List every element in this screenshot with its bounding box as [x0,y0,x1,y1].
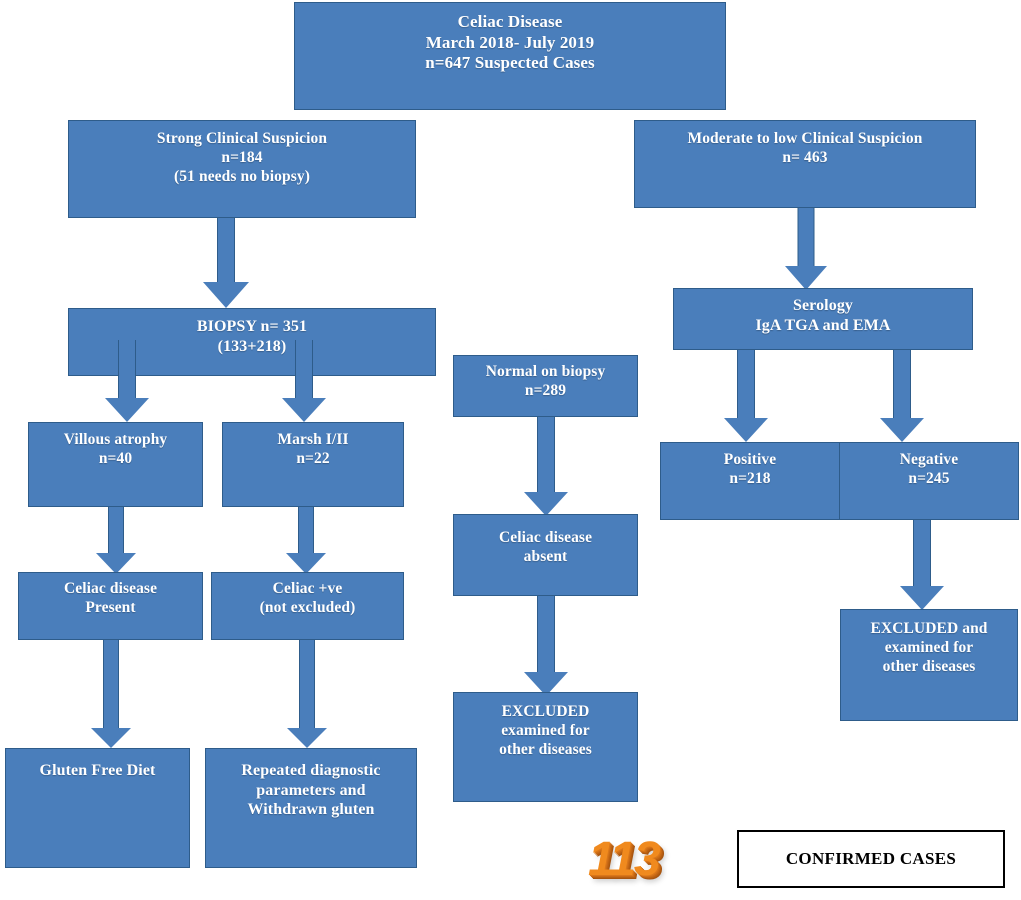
node-serology-negative-line1: Negative [899,451,959,468]
node-moderate-suspicion: Moderate to low Clinical Suspicion n= 46… [634,120,976,208]
node-excluded-right-line1: EXCLUDED and [870,620,988,637]
arrow-marsh-to-celiac-positive [286,507,326,574]
node-excluded-middle-line3: other diseases [499,740,592,758]
node-serology-line2: IgA TGA and EMA [755,316,891,334]
node-celiac-absent-line2: absent [523,547,568,565]
node-strong-suspicion-line2: n=184 [221,148,263,166]
node-root-line1: Celiac Disease [457,12,563,31]
node-celiac-present-line2: Present [85,598,136,616]
node-villous-atrophy: Villous atrophy n=40 [28,422,203,507]
node-strong-suspicion-line3: (51 needs no biopsy) [174,167,310,185]
confirmed-cases-label: CONFIRMED CASES [785,849,957,868]
node-celiac-absent-line1: Celiac disease [498,529,593,546]
arrow-biopsy-to-marsh [282,340,326,422]
arrow-serology-to-positive [724,350,768,442]
node-serology-negative-line2: n=245 [908,469,950,487]
node-normal-biopsy-line2: n=289 [524,381,567,399]
node-celiac-positive-line2: (not excluded) [259,598,356,616]
watermark-113: 113 [588,833,661,886]
node-marsh: Marsh I/II n=22 [222,422,404,507]
node-strong-suspicion: Strong Clinical Suspicion n=184 (51 need… [68,120,416,218]
node-marsh-line2: n=22 [296,449,330,467]
node-serology-positive-line2: n=218 [729,469,771,487]
node-serology-line1: Serology [792,297,854,314]
node-normal-biopsy: Normal on biopsy n=289 [453,355,638,417]
node-celiac-absent: Celiac disease absent [453,514,638,596]
node-excluded-middle: EXCLUDED examined for other diseases [453,692,638,802]
node-villous-atrophy-line1: Villous atrophy [63,431,168,448]
arrow-negative-to-excluded [900,520,944,610]
node-excluded-middle-line1: EXCLUDED [501,703,590,720]
arrow-normal-biopsy-to-celiac-absent [524,417,568,516]
node-serology-negative: Negative n=245 [839,442,1019,520]
node-villous-atrophy-line2: n=40 [98,449,133,467]
arrow-celiac-absent-to-excluded [524,596,568,696]
arrow-villous-atrophy-to-celiac-present [96,507,136,574]
node-celiac-present: Celiac disease Present [18,572,203,640]
arrow-celiac-present-to-gluten-free-diet [91,640,131,748]
node-root-line2: March 2018- July 2019 [425,32,595,52]
node-repeated-diagnostics-line3: Withdrawn gluten [247,801,375,819]
confirmed-cases-box: CONFIRMED CASES [737,830,1005,888]
node-root: Celiac Disease March 2018- July 2019 n=6… [294,2,726,110]
node-root-line3: n=647 Suspected Cases [425,53,595,73]
node-normal-biopsy-line1: Normal on biopsy [485,363,606,380]
node-gluten-free-diet: Gluten Free Diet [5,748,190,868]
node-celiac-positive: Celiac +ve (not excluded) [211,572,404,640]
arrow-strong-suspicion-to-biopsy [203,218,249,308]
node-moderate-suspicion-line1: Moderate to low Clinical Suspicion [687,130,923,147]
node-celiac-positive-line1: Celiac +ve [272,580,343,597]
node-moderate-suspicion-line2: n= 463 [782,148,828,166]
node-serology-positive-line1: Positive [723,451,777,468]
node-repeated-diagnostics-line1: Repeated diagnostic [241,762,381,779]
node-excluded-right: EXCLUDED and examined for other diseases [840,609,1018,721]
arrow-celiac-positive-to-repeated-diagnostics [287,640,327,748]
node-excluded-right-line2: examined for [884,638,974,656]
node-excluded-right-line3: other diseases [882,657,976,675]
node-celiac-present-line1: Celiac disease [63,580,158,597]
arrow-moderate-suspicion-to-serology [785,208,827,290]
arrow-serology-to-negative [880,350,924,442]
node-marsh-line1: Marsh I/II [277,431,349,448]
node-biopsy-line1: BIOPSY n= 351 [196,318,308,335]
node-excluded-middle-line2: examined for [501,721,590,739]
node-repeated-diagnostics-line2: parameters and [256,781,366,799]
node-repeated-diagnostics: Repeated diagnostic parameters and Withd… [205,748,417,868]
node-serology-positive: Positive n=218 [660,442,840,520]
node-biopsy-line2: (133+218) [217,337,287,355]
arrow-biopsy-to-villous-atrophy [105,340,149,422]
node-strong-suspicion-line1: Strong Clinical Suspicion [156,130,328,147]
node-gluten-free-diet-line1: Gluten Free Diet [39,762,156,779]
node-serology: Serology IgA TGA and EMA [673,288,973,350]
